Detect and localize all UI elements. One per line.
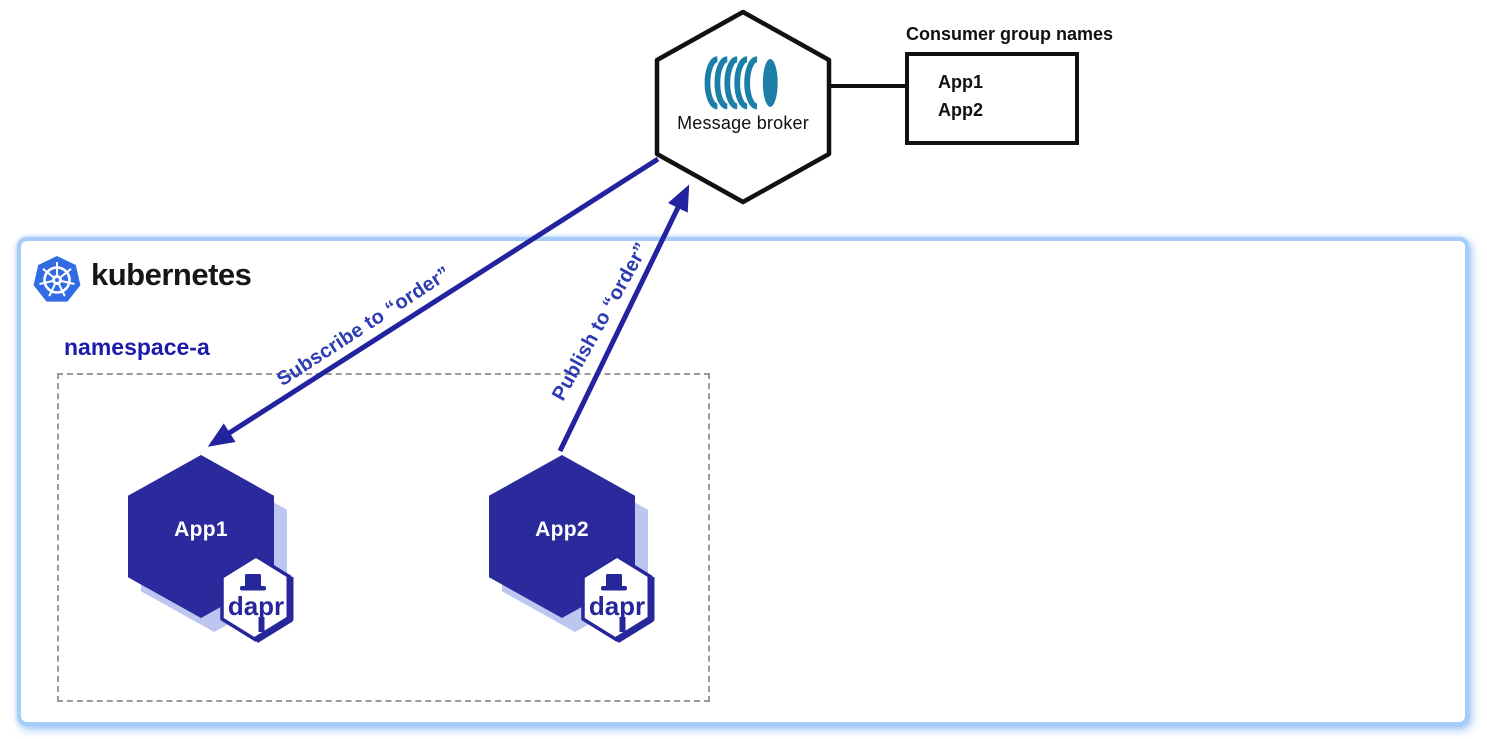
app1-label: App1 bbox=[174, 517, 228, 541]
dapr-sidecar-badge: dapr bbox=[581, 554, 655, 643]
message-queue-icon bbox=[704, 56, 778, 110]
message-broker-label: Message broker bbox=[677, 113, 809, 133]
namespace-label: namespace-a bbox=[64, 334, 210, 360]
dapr-hat-icon bbox=[240, 574, 266, 591]
app-node-app2: App2 dapr bbox=[489, 455, 669, 660]
kubernetes-helm-icon bbox=[33, 256, 81, 302]
consumer-group-item-app1: App1 bbox=[938, 72, 983, 92]
kubernetes-wordmark: kubernetes bbox=[91, 257, 252, 292]
consumer-group-item-app2: App2 bbox=[938, 100, 983, 120]
consumer-groups-box: App1 App2 bbox=[905, 52, 1079, 145]
dapr-hat-icon bbox=[601, 574, 627, 591]
broker-consumer-connector bbox=[831, 84, 905, 88]
kubernetes-cluster-box: kubernetes namespace-a App1 dapr bbox=[17, 237, 1469, 726]
dapr-badge-label: dapr bbox=[589, 591, 645, 621]
app-node-app1: App1 dapr bbox=[128, 455, 308, 660]
consumer-groups-title: Consumer group names bbox=[906, 24, 1114, 44]
message-broker-node bbox=[654, 9, 832, 205]
dapr-badge-label: dapr bbox=[228, 591, 284, 621]
dapr-descender bbox=[258, 617, 265, 632]
app2-label: App2 bbox=[535, 517, 589, 541]
dapr-descender bbox=[619, 617, 626, 632]
dapr-sidecar-badge: dapr bbox=[220, 554, 294, 643]
